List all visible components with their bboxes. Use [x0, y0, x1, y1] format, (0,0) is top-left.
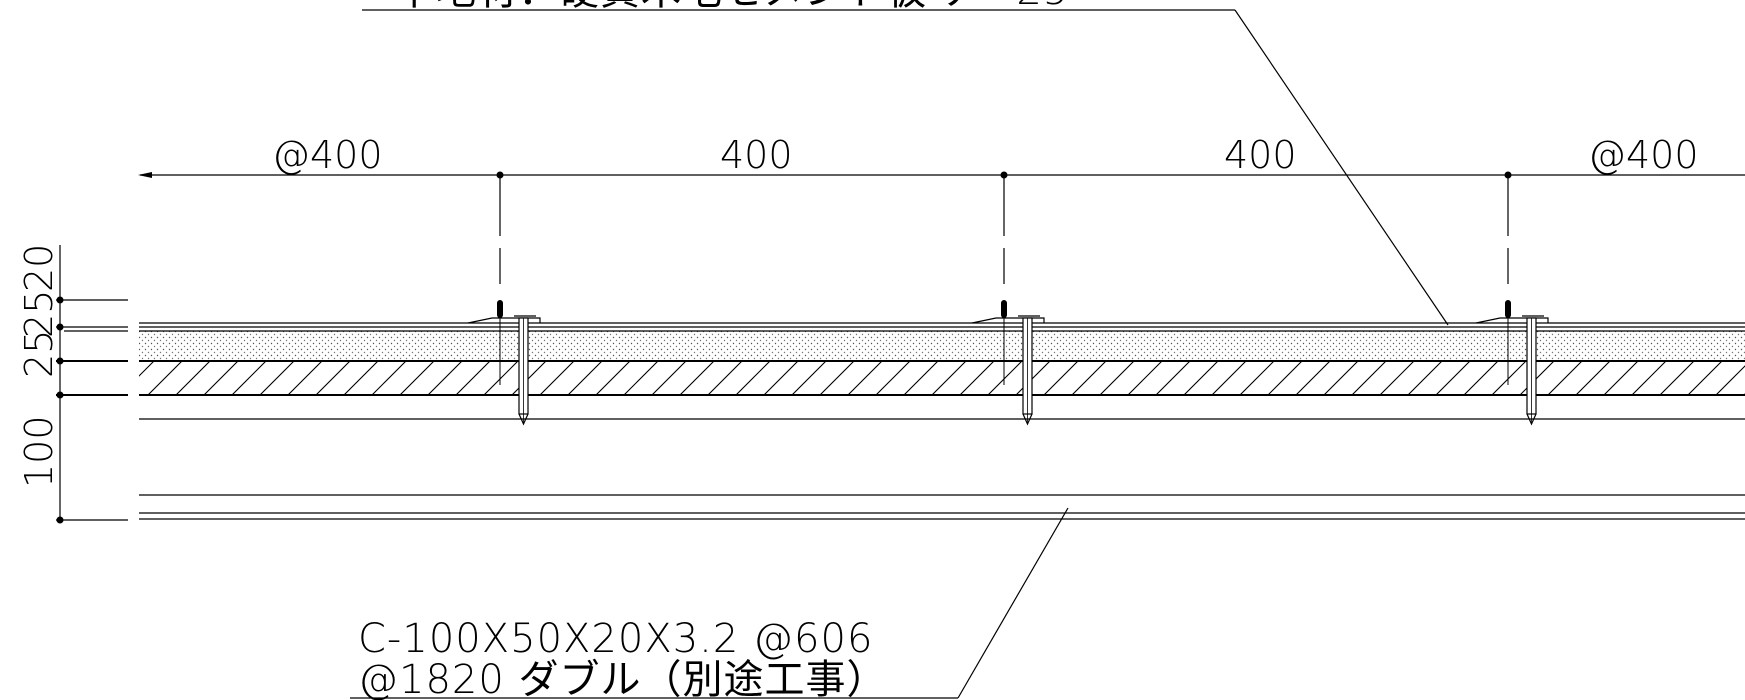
bottom-note: C-100X50X20X3.2 @606 @1820 ダブル（別途工事） [350, 507, 1069, 700]
spacing-dim-label-1: @400 [272, 133, 383, 177]
thickness-tick-2 [56, 323, 64, 331]
thickness-tick-3 [56, 357, 64, 365]
thickness-dimension: 20 25 25 100 [17, 244, 128, 524]
fastener-1 [467, 175, 541, 426]
thickness-tick-4 [56, 391, 64, 399]
hatch-line [1519, 361, 1555, 395]
hatch-line [1575, 361, 1611, 395]
hatch-line [1239, 361, 1275, 395]
hatch-line [679, 361, 715, 395]
top-note: 下地材：硬質木毛セメント板 ア=25 [362, 0, 1449, 326]
hatch-line [1267, 361, 1303, 395]
hatch-line [399, 361, 435, 395]
hatch-line [791, 361, 827, 395]
hatch-line [231, 361, 267, 395]
hatch-line [987, 361, 1023, 395]
thickness-tick-5 [56, 516, 64, 524]
hatch-line [1127, 361, 1163, 395]
thickness-dim-label-3: 25 [17, 330, 61, 378]
hatch-line [139, 361, 155, 377]
hatch-line [1547, 361, 1583, 395]
fastener-3 [1475, 175, 1549, 426]
spacing-dim-label-2: 400 [720, 133, 793, 177]
bottom-note-line1: C-100X50X20X3.2 @606 [358, 616, 873, 662]
hatch-line [427, 361, 463, 395]
hatch-line [1379, 361, 1415, 395]
hatch-line [1687, 361, 1723, 395]
hatch-line [735, 361, 771, 395]
hatch-line [1211, 361, 1247, 395]
hatch-line [287, 361, 323, 395]
hatch-line [623, 361, 659, 395]
top-note-text: 下地材：硬質木毛セメント板 ア=25 [395, 0, 1069, 14]
hatch-line [1099, 361, 1135, 395]
hatch-line [1155, 361, 1191, 395]
hatch-line [1015, 361, 1051, 395]
hatch-line [371, 361, 407, 395]
thickness-tick-1 [56, 296, 64, 304]
hatch-line [1071, 361, 1107, 395]
hatch-line [1295, 361, 1331, 395]
top-note-leader [1234, 9, 1449, 326]
hatch-line [175, 361, 211, 395]
hatch-line [1659, 361, 1695, 395]
bottom-note-leader [957, 507, 1069, 699]
bottom-note-line2: @1820 ダブル（別途工事） [358, 657, 888, 700]
hatch-line [819, 361, 855, 395]
thickness-dim-label-4: 100 [17, 415, 61, 488]
hatch-line [959, 361, 995, 395]
hatch-line [455, 361, 491, 395]
hatch-line [847, 361, 883, 395]
hatch-line [1183, 361, 1219, 395]
hatch-line [1323, 361, 1359, 395]
hatch-line [203, 361, 239, 395]
hatch-line [595, 361, 631, 395]
fastener-2 [971, 175, 1045, 426]
spacing-dim-arrow [138, 172, 152, 178]
hatch-line [511, 361, 547, 395]
hatch-line [651, 361, 687, 395]
roof-layers [139, 322, 1745, 520]
hatch-line [343, 361, 379, 395]
hatch-line [259, 361, 295, 395]
hatch-line [1631, 361, 1667, 395]
hatch-line [1491, 361, 1527, 395]
hatch-line [1407, 361, 1443, 395]
hatch-line [875, 361, 911, 395]
spacing-dim-label-3: 400 [1224, 133, 1297, 177]
cement-board-hatch [139, 361, 1745, 395]
thickness-dim-label-1: 20 [17, 244, 61, 292]
hatch-line [539, 361, 575, 395]
hatch-line [707, 361, 743, 395]
hatch-line [483, 361, 519, 395]
insulation-layer [139, 331, 1745, 361]
hatch-line [567, 361, 603, 395]
spacing-dim-label-4: @400 [1588, 133, 1699, 177]
spacing-dimension: @400 400 400 @400 [138, 133, 1745, 179]
hatch-line [315, 361, 351, 395]
hatch-line [1435, 361, 1471, 395]
hatch-line [1715, 365, 1745, 395]
thickness-dim-label-2: 25 [17, 290, 61, 338]
hatch-line [1463, 361, 1499, 395]
hatch-line [1043, 361, 1079, 395]
hatch-line [931, 361, 967, 395]
hatch-line [147, 361, 183, 395]
hatch-line [763, 361, 799, 395]
hatch-line [903, 361, 939, 395]
hatch-line [1603, 361, 1639, 395]
hatch-line [1351, 361, 1387, 395]
